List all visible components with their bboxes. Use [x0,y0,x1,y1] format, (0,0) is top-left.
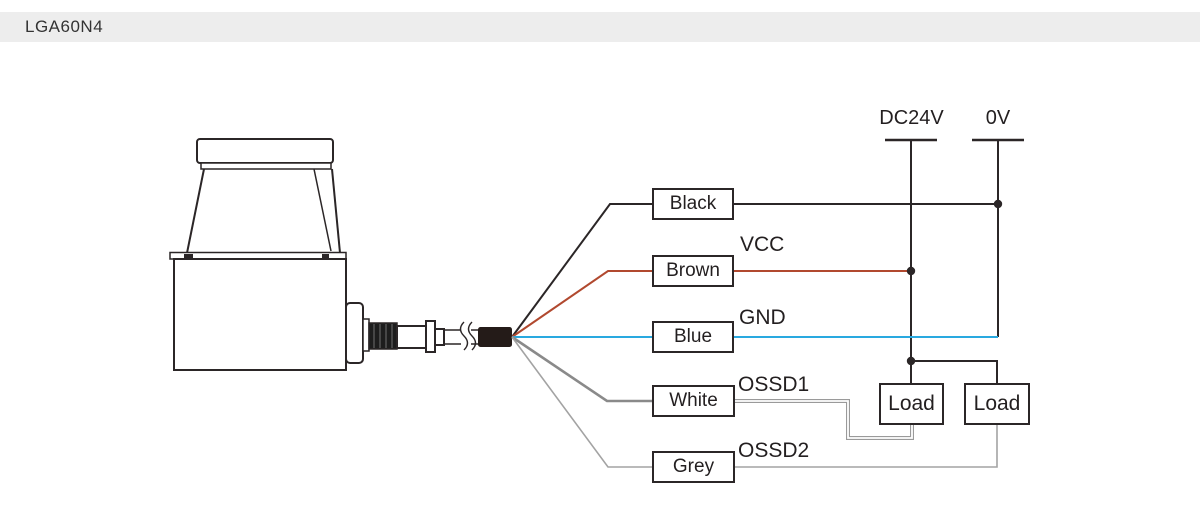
wires [511,203,998,468]
sensor-clamp-mark-left [184,254,193,258]
junction-dot-black-0v [993,199,1003,209]
wire-label-brown: Brown [666,260,720,281]
wire-label-black: Black [669,193,717,214]
white-wire-fan-path [511,335,656,403]
black-wire-path [511,203,998,338]
wire-label-blue: Blue [673,326,713,347]
signal-label-ossd1: OSSD1 [738,373,810,396]
connector-barrel [396,325,427,349]
load-label-1: Load [888,392,935,415]
sensor-drawing [169,138,512,371]
rail-label-dc24v: DC24V [879,107,944,129]
wire-label-box-black: Black [652,188,734,220]
brown-wire-path [511,270,911,338]
load-box-2: Load [964,383,1030,425]
white-wire-ossd1-core [733,400,913,439]
wire-label-white: White [669,390,718,411]
sensor-window-left-edge [186,168,205,254]
wire-label-box-brown: Brown [652,255,734,287]
junction-dots [906,199,1003,366]
connector-threaded-nut [368,322,398,350]
connector-collar [425,320,436,353]
sensor-pillar-inner-edge [313,168,332,252]
sensor-cap [196,138,334,164]
load-label-2: Load [973,392,1021,415]
title-bar: LGA60N4 [0,12,1200,42]
sensor-body [173,258,347,371]
sensor-pillar-outer-edge [331,168,341,254]
wire-label-box-white: White [652,385,735,417]
signal-label-vcc: VCC [740,233,785,256]
connector-ring [362,318,370,352]
page-title: LGA60N4 [25,17,104,36]
signal-label-gnd: GND [739,306,786,329]
cable-break-icon [459,321,477,351]
wire-label-grey: Grey [672,456,715,477]
connector-thread-ridges [373,324,393,348]
wire-label-box-blue: Blue [652,321,734,353]
load2-feed-line [911,360,998,384]
rail-label-0v: 0V [985,107,1011,129]
connector-flange [345,302,364,364]
junction-dot-brown-dc24v [906,266,916,276]
power-rails [885,138,1024,384]
grey-wire-path [511,336,998,468]
sensor-clamp-mark-right [322,254,329,258]
signal-label-ossd2: OSSD2 [738,439,810,462]
load-box-1: Load [879,383,944,425]
cable-end [478,327,512,347]
wire-label-box-grey: Grey [652,451,735,483]
connector-step [434,328,445,346]
sensor-cap-band [200,162,332,170]
junction-dot-load-feed [906,356,916,366]
